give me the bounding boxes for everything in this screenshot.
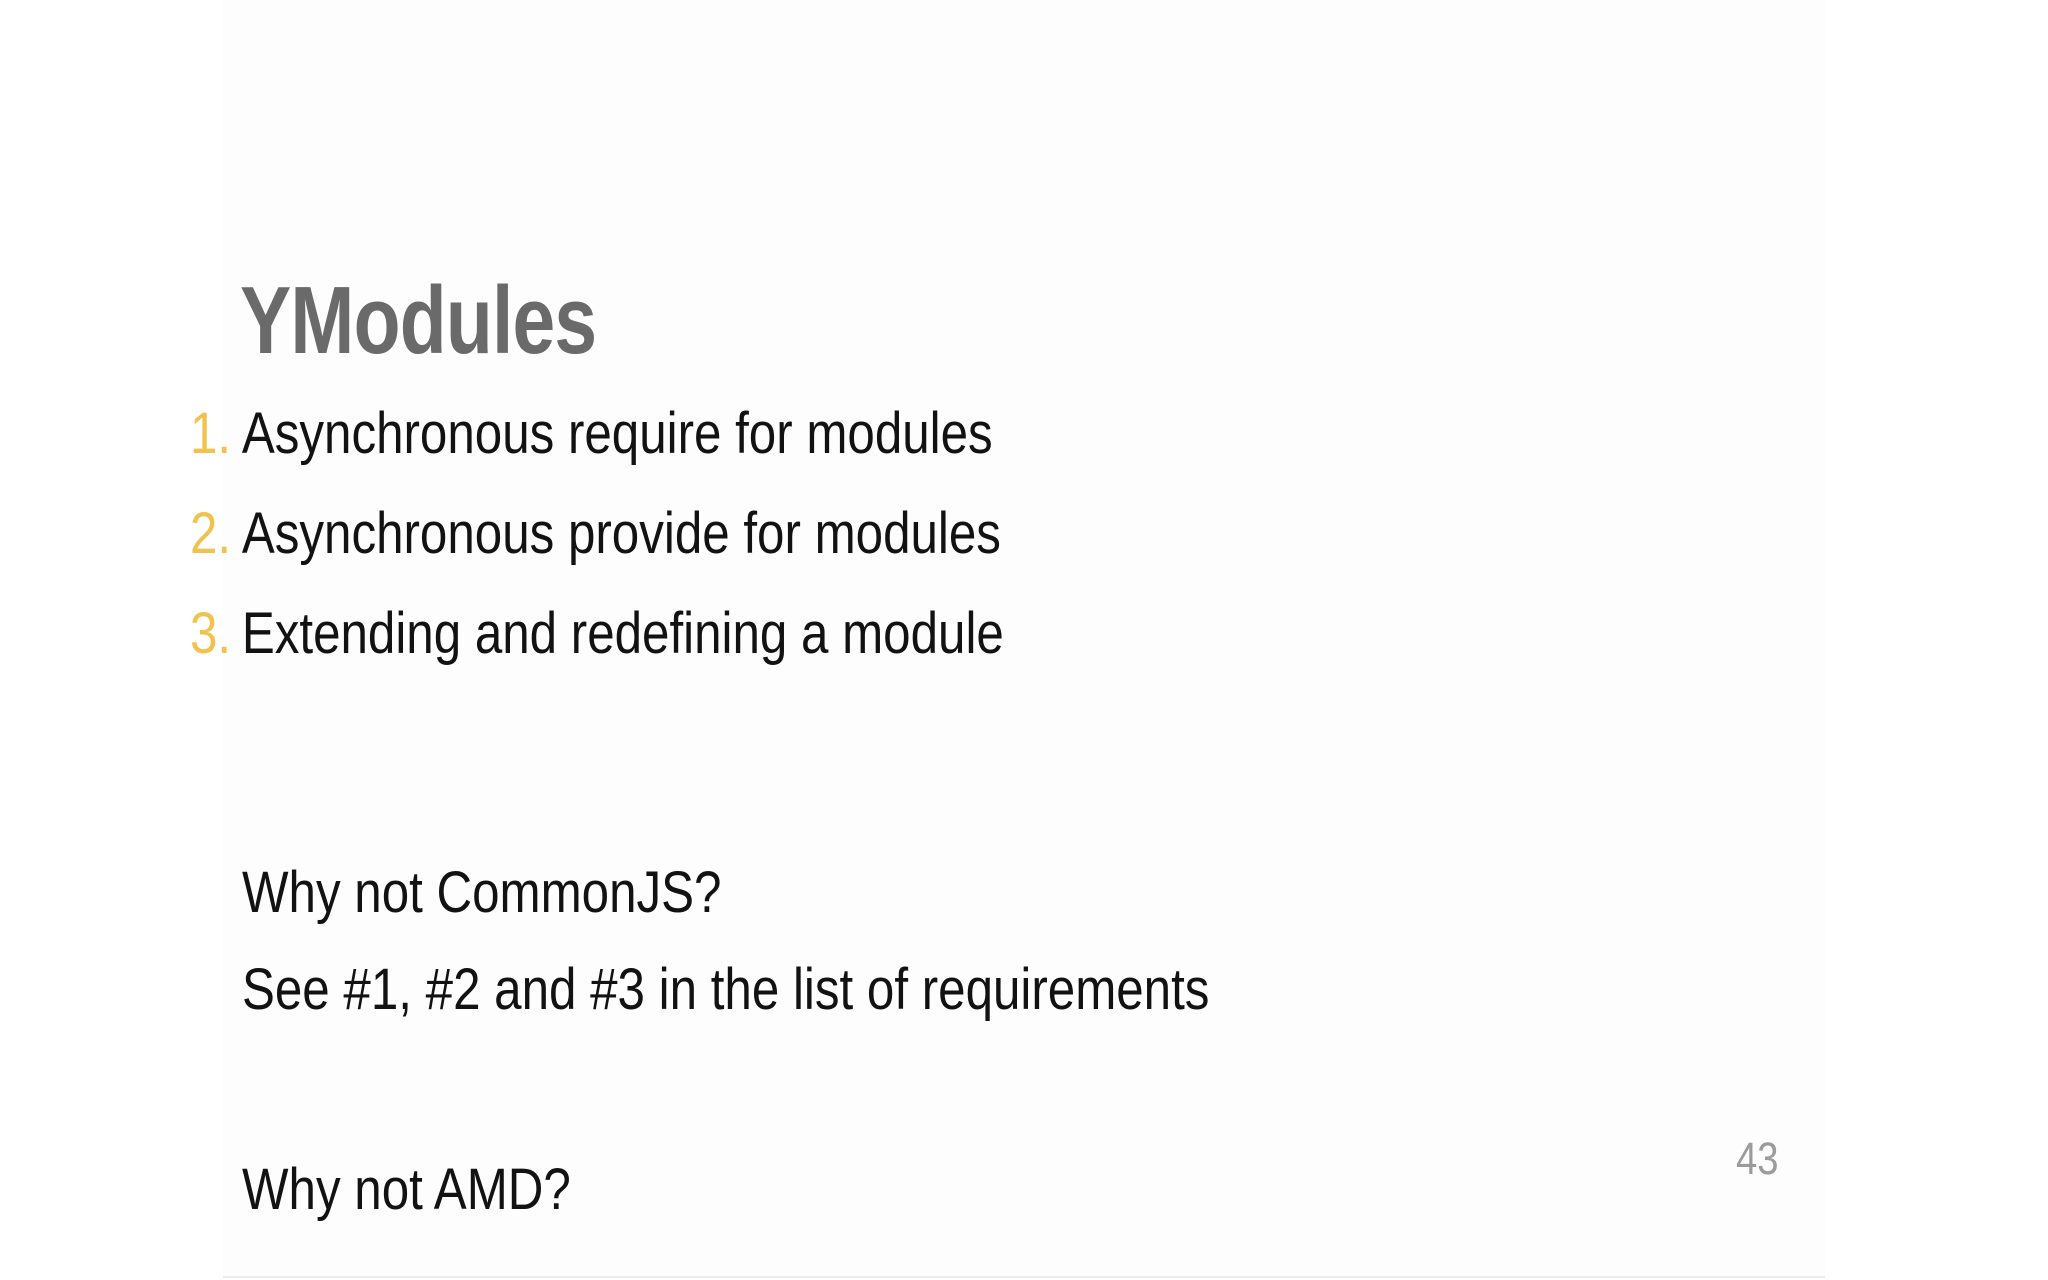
list-item-text: Asynchronous provide for modules [241,501,1001,566]
list-item-number: 3. [190,601,232,666]
paragraph-see-requirements: See #1, #2 and #3 in the list of require… [242,957,1210,1022]
list-item: 2.Asynchronous provide for modules [190,484,1147,584]
list-item-number: 1. [190,401,232,466]
list-item-text: Asynchronous require for modules [241,401,993,466]
slide-title-text: YModules [240,267,597,375]
paragraph-why-not-amd: Why not AMD? [242,1157,571,1222]
list-item: 1.Asynchronous require for modules [190,384,1147,484]
paragraph-why-not-commonjs: Why not CommonJS? [242,860,722,925]
list-item-text: Extending and redefining a module [241,601,1004,666]
list-item-number: 2. [190,501,232,566]
page-number: 43 [1736,1133,1779,1184]
slide-title: YModules [240,273,685,369]
list-item: 3.Extending and redefining a module [190,584,1147,684]
requirements-list: 1.Asynchronous require for modules 2.Asy… [190,384,1147,684]
slide-canvas [223,0,1825,1278]
